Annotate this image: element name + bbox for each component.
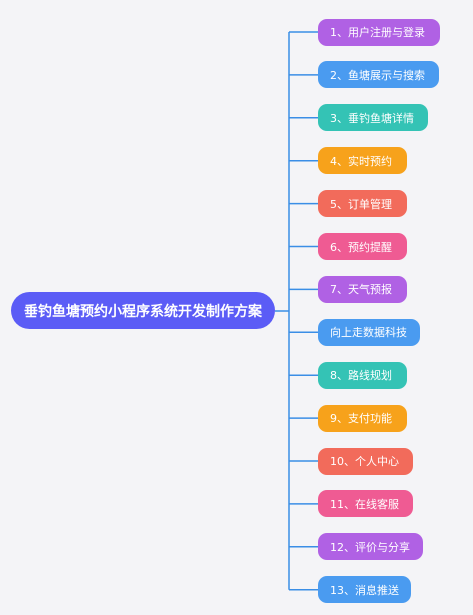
branch-node: 6、预约提醒 xyxy=(318,233,407,260)
branch-node: 10、个人中心 xyxy=(318,447,413,475)
root-node: 垂钓鱼塘预约小程序系统开发制作方案 xyxy=(11,292,275,329)
branch-node: 5、订单管理 xyxy=(318,190,407,218)
branch-node: 9、支付功能 xyxy=(318,404,407,432)
branch-node: 3、垂钓鱼塘详情 xyxy=(318,104,428,132)
branch-node: 11、在线客服 xyxy=(318,490,413,518)
branch-node: 2、鱼塘展示与搜索 xyxy=(318,61,439,89)
branch-node: 向上走数据科技 xyxy=(318,318,420,346)
branch-node: 1、用户注册与登录 xyxy=(318,18,440,46)
branch-node: 13、消息推送 xyxy=(318,576,411,604)
branch-node: 7、天气预报 xyxy=(318,275,407,303)
branch-node: 8、路线规划 xyxy=(318,361,407,389)
branch-node: 4、实时预约 xyxy=(318,147,407,175)
branch-node: 12、评价与分享 xyxy=(318,533,423,561)
